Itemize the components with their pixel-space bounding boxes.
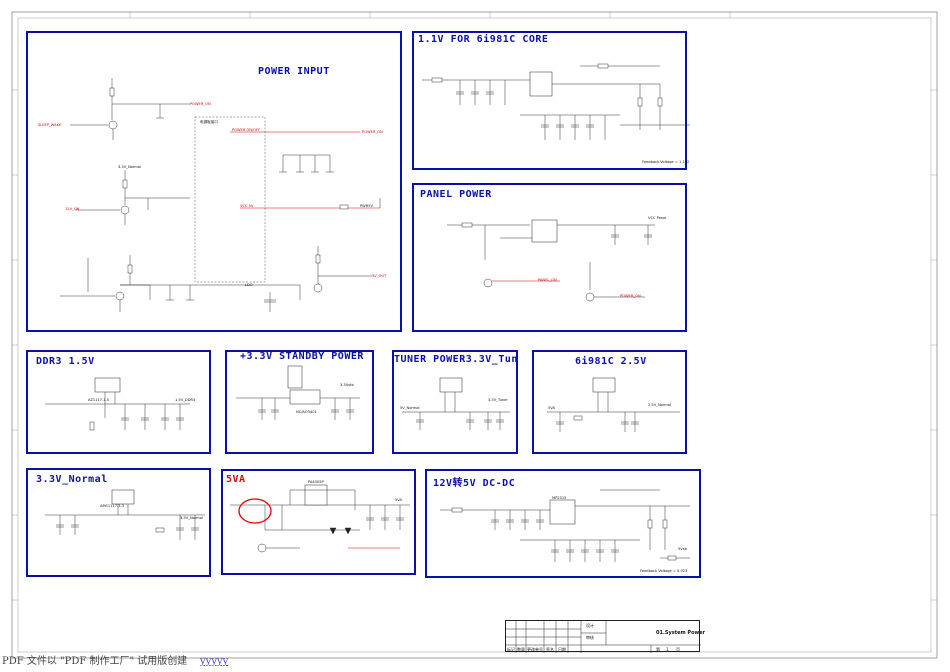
watermark-link[interactable]: yyyyy [200,656,229,667]
panel-power-title: PANEL POWER [420,189,492,200]
panel-power-block [412,183,687,332]
net-label: 3.3Vstb [340,383,354,387]
core-1v1-title: 1.1V FOR 6i981C CORE [418,34,549,45]
sheet-title: 01.System Power [656,630,706,636]
net-label: 5VA [395,498,402,502]
net-label: POWER_ON [620,294,641,298]
net-label: VCC Panel [648,216,667,220]
soc-2v5-block [532,350,687,454]
page-label: 第 [656,647,660,652]
net-label: 12V_ON [65,207,80,211]
net-label: AZ1117-1.5 [88,398,110,402]
pdf-watermark: PDF 文件以 "PDF 制作工厂" 试用版创建 yyyyy [2,652,228,667]
power-input-title: POWER INPUT [258,66,330,77]
page-number: 1 [666,647,669,652]
net-label: LDO [245,283,253,287]
net-label: AMS1117-3.3 [100,504,124,508]
net-label: 3.3V_Tuner [488,398,508,402]
dcdc-title: 12V转5V DC-DC [433,478,516,489]
highlight-circle [238,498,272,524]
va5-block [221,469,416,575]
net-label: SLEEP_WAKE [38,123,62,127]
title-block-grid [506,621,701,653]
net-label: POWER ON/OFF [232,128,261,132]
net-label: NC/AO3401 [296,410,317,414]
tuner-title: TUNER POWER3.3V_Tun [394,354,518,365]
watermark-text: PDF 文件以 "PDF 制作工厂" 试用版创建 [2,656,188,667]
row-label: 更改单号 [527,647,543,652]
net-label: Feedback Voltage = 1.152 [642,160,690,164]
net-label: 电源板接口 [200,120,218,124]
net-label: 5VA [548,406,555,410]
standby-block [225,350,374,454]
net-label: 5Vsb [678,547,687,551]
row-label: 日期 [558,647,566,652]
row-label: 签名 [546,647,554,652]
net-label: Feedback Voltage = 0.923 [640,569,688,573]
net-label: 2.5V_Normal [648,403,671,407]
net-label: 5V_Normal [400,406,420,410]
normal-3v3-block [26,468,211,577]
net-label: PANEL_ON [538,278,557,282]
net-label: VCC 5V [240,204,254,208]
normal-3v3-title: 3.3V_Normal [36,474,108,485]
net-label: 3.3V_Normal [180,516,203,520]
dcdc-block [425,469,701,578]
designer-label: 设计 [586,623,594,628]
soc-2v5-title: 6i981C 2.5V [575,356,647,367]
ddr3-title: DDR3 1.5V [36,356,95,367]
check-label: 审核 [586,635,594,640]
net-label: MP2315 [552,496,567,500]
page-suffix: 页 [676,647,680,652]
core-1v1-block [412,31,687,170]
net-label: POWER_ON [190,102,211,106]
title-block: 设计 审核 01.System Power 标记 数量 更改单号 签名 日期 第… [505,620,705,653]
net-label: 1.5V_DDR3 [175,398,196,402]
power-input-block [26,31,402,332]
va5-title: 5VA [226,474,246,485]
net-label: PA4005P [308,480,324,484]
ddr3-block [26,350,211,454]
tuner-block [392,350,518,454]
net-label: POWER_ON [362,130,383,134]
standby-title: +3.3V STANDBY POWER [240,351,364,362]
net-label: PWR5V [360,204,373,208]
net-label: 5V_OUT [372,274,387,278]
row-label: 数量 [517,647,525,652]
row-label: 标记 [507,647,515,652]
net-label: 3.3V_Normal [118,165,141,169]
